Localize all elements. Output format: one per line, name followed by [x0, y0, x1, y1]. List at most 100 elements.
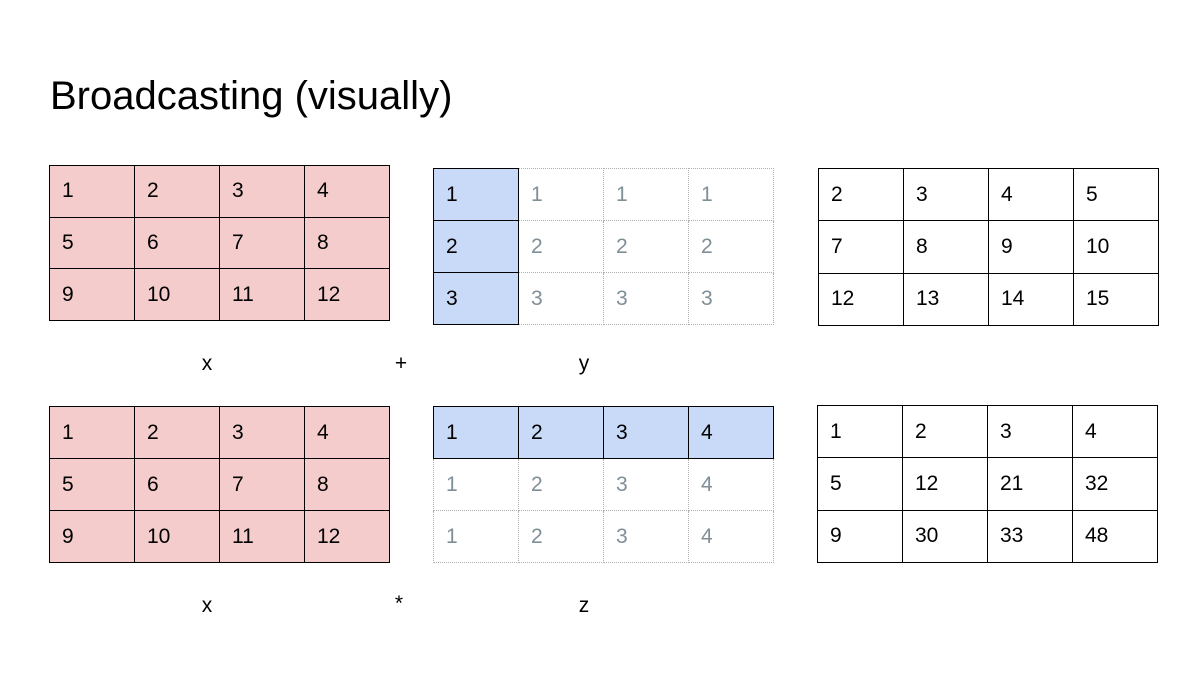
- label-y: y: [578, 352, 590, 375]
- matrix-cell: 3: [903, 167, 989, 222]
- times-operator: *: [394, 592, 404, 615]
- matrix-cell: 3: [987, 404, 1073, 459]
- matrix-cell: 9: [817, 509, 903, 564]
- matrix-cell: 9: [988, 220, 1074, 274]
- matrix-cell: 12: [304, 268, 390, 321]
- matrix-cell: 48: [1072, 509, 1158, 564]
- matrix-cell: 8: [304, 458, 390, 511]
- matrix-cell: 5: [1073, 167, 1159, 222]
- matrix-cell: 2: [134, 165, 220, 218]
- matrix-cell: 1: [49, 165, 135, 218]
- plus-operator: +: [394, 352, 408, 375]
- matrix-cell: 14: [988, 272, 1074, 327]
- matrix-cell: 2: [902, 404, 988, 459]
- matrix-cell: 4: [688, 406, 774, 459]
- matrix-cell: 4: [988, 167, 1074, 222]
- matrix-cell: 5: [49, 216, 135, 270]
- matrix-cell: 2: [688, 220, 774, 273]
- matrix-cell: 15: [1073, 272, 1159, 327]
- matrix-cell: 11: [219, 510, 305, 563]
- matrix-cell: 1: [433, 458, 519, 511]
- matrix-cell: 3: [688, 272, 774, 325]
- matrix-cell: 12: [304, 510, 390, 563]
- matrix-cell: 3: [603, 272, 689, 325]
- matrix-cell: 1: [518, 168, 604, 221]
- matrix-cell: 10: [134, 510, 220, 563]
- matrix-cell: 6: [134, 216, 220, 270]
- matrix-cell: 9: [49, 510, 135, 563]
- matrix-cell: 21: [987, 457, 1073, 511]
- matrix-cell: 32: [1072, 457, 1158, 511]
- matrix-cell: 12: [902, 457, 988, 511]
- matrix-cell: 3: [518, 272, 604, 325]
- matrix-cell: 7: [818, 220, 904, 274]
- matrix-cell: 10: [1073, 220, 1159, 274]
- matrix-cell: 4: [688, 458, 774, 511]
- label-x-bottom: x: [201, 594, 213, 617]
- matrix-cell: 7: [219, 458, 305, 511]
- matrix-cell: 3: [603, 458, 689, 511]
- matrix-cell: 3: [603, 406, 689, 459]
- matrix-cell: 8: [903, 220, 989, 274]
- matrix-cell: 4: [304, 165, 390, 218]
- matrix-cell: 4: [304, 406, 390, 459]
- matrix-cell: 13: [903, 272, 989, 327]
- label-z: z: [578, 594, 590, 617]
- matrix-cell: 3: [603, 510, 689, 563]
- matrix-cell: 1: [688, 168, 774, 221]
- matrix-cell: 7: [219, 216, 305, 270]
- matrix-cell: 1: [433, 406, 519, 459]
- label-x-top: x: [201, 352, 213, 375]
- matrix-cell: 1: [49, 406, 135, 459]
- matrix-cell: 2: [518, 406, 604, 459]
- matrix-cell: 2: [818, 167, 904, 222]
- matrix-cell: 2: [603, 220, 689, 273]
- matrix-cell: 30: [902, 509, 988, 564]
- matrix-cell: 10: [134, 268, 220, 321]
- matrix-cell: 6: [134, 458, 220, 511]
- matrix-cell: 1: [433, 168, 519, 221]
- matrix-cell: 2: [518, 510, 604, 563]
- matrix-cell: 1: [603, 168, 689, 221]
- matrix-cell: 2: [518, 458, 604, 511]
- matrix-cell: 5: [49, 458, 135, 511]
- matrix-cell: 2: [518, 220, 604, 273]
- matrix-cell: 12: [818, 272, 904, 327]
- matrix-cell: 3: [219, 165, 305, 218]
- matrix-cell: 2: [134, 406, 220, 459]
- matrix-cell: 1: [433, 510, 519, 563]
- matrix-cell: 33: [987, 509, 1073, 564]
- slide-title: Broadcasting (visually): [50, 74, 453, 118]
- matrix-cell: 3: [433, 272, 519, 325]
- matrix-cell: 4: [688, 510, 774, 563]
- matrix-cell: 1: [817, 404, 903, 459]
- matrix-cell: 11: [219, 268, 305, 321]
- matrix-cell: 8: [304, 216, 390, 270]
- matrix-cell: 5: [817, 457, 903, 511]
- matrix-cell: 2: [433, 220, 519, 273]
- matrix-cell: 4: [1072, 404, 1158, 459]
